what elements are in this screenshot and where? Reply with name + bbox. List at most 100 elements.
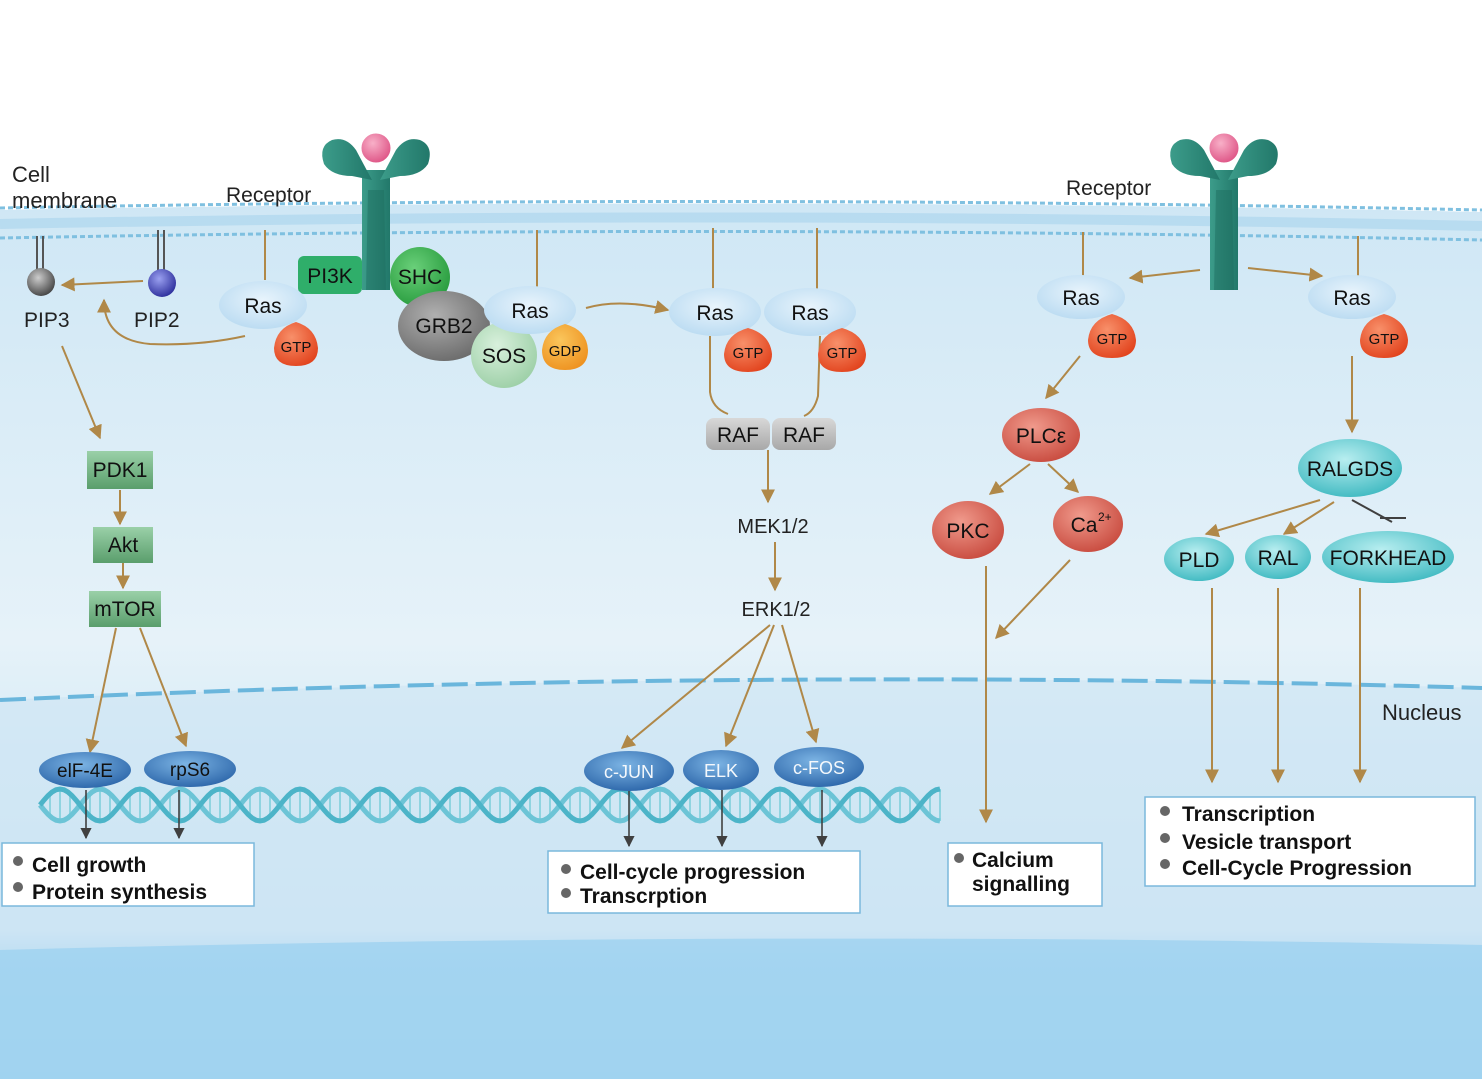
pdk1-label: PDK1 <box>93 459 148 482</box>
receptor-label-left: Receptor <box>226 184 311 207</box>
receptor-label-right: Receptor <box>1066 177 1151 200</box>
ras-node-3: Ras <box>669 288 761 336</box>
outcome-cell-growth: Cell growth <box>32 854 146 877</box>
pathway-arrows <box>60 267 1367 824</box>
receptor-left <box>322 130 430 290</box>
sos-label: SOS <box>482 345 526 368</box>
mek-label: MEK1/2 <box>737 516 808 538</box>
pld-node <box>1164 537 1234 581</box>
outcome-transcription: Transcription <box>1182 803 1315 826</box>
pkc-node <box>932 501 1004 559</box>
gtp-label: GTP <box>1097 331 1128 348</box>
pip3-label: PIP3 <box>24 309 70 332</box>
ca-superscript: 2+ <box>1098 510 1112 524</box>
outcome-box-calcium: Calcium signalling <box>947 842 1103 907</box>
eif4e-label: elF-4E <box>57 761 113 782</box>
plce-node <box>1002 408 1080 462</box>
grb2-node <box>398 291 490 361</box>
ras-label: Ras <box>791 302 828 325</box>
receptor-right <box>1170 130 1278 290</box>
gtp-label: GTP <box>827 345 858 362</box>
ral-label: RAL <box>1258 547 1299 570</box>
outcome-calcium: Calcium <box>972 849 1054 872</box>
gdp-node: GDP <box>542 324 588 370</box>
gtp-node-2: GTP <box>724 328 772 372</box>
akt-box <box>93 527 153 563</box>
ligand-right <box>1206 130 1242 166</box>
rps6-node <box>144 751 236 787</box>
outcome-vesicle-transport: Vesicle transport <box>1182 831 1351 854</box>
ras-label: Ras <box>511 300 548 323</box>
dna-strand <box>38 786 941 824</box>
ralgds-node <box>1298 439 1402 497</box>
ras-node-1: Ras <box>219 281 307 329</box>
dna-helix <box>38 786 941 824</box>
cell-membrane-label-2: membrane <box>12 188 117 213</box>
ras-node-2: Ras <box>484 286 576 334</box>
gtp-node-5: GTP <box>1360 314 1408 358</box>
forkhead-node <box>1322 531 1454 583</box>
raf-label-1: RAF <box>717 424 759 447</box>
outcome-box-transcription: Transcription Vesicle transport Cell-Cyc… <box>1144 796 1476 887</box>
eif4e-node <box>39 752 131 788</box>
cell-membrane-label-1: Cell <box>12 162 50 187</box>
dna-strand <box>38 786 941 824</box>
pi3k-box <box>298 256 362 294</box>
outcome-box-cell-cycle: Cell-cycle progression Transcrption <box>547 850 861 914</box>
ras-label: Ras <box>1333 287 1370 310</box>
ras-label: Ras <box>244 295 281 318</box>
gtp-node-4: GTP <box>1088 314 1136 358</box>
ras-node-6: Ras <box>1308 275 1396 319</box>
shc-label: SHC <box>398 266 442 289</box>
inhibition-line <box>1351 499 1406 523</box>
outcome-cell-cycle-progression: Cell-cycle progression <box>580 861 805 884</box>
cjun-node <box>584 751 674 791</box>
rps6-label: rpS6 <box>170 760 210 781</box>
cell-membrane <box>0 199 1482 242</box>
ligand-left <box>358 130 394 166</box>
outcome-cell-cycle-progression-2: Cell-Cycle Progression <box>1182 857 1412 880</box>
mtor-label: mTOR <box>94 598 155 621</box>
pi3k-label: PI3K <box>307 265 353 288</box>
pkc-label: PKC <box>946 520 989 543</box>
pip3-molecule <box>27 268 55 296</box>
raf-box-1 <box>706 418 770 450</box>
sos-node <box>471 322 537 388</box>
gdp-label: GDP <box>549 343 582 360</box>
nuclear-membrane <box>0 677 1482 702</box>
gtp-label: GTP <box>281 339 312 356</box>
outcome-transcrption: Transcrption <box>580 885 707 908</box>
mtor-box <box>89 591 161 627</box>
ras-node-4: Ras <box>764 288 856 336</box>
ral-node <box>1245 535 1311 579</box>
lower-band <box>0 938 1482 1079</box>
erk-label: ERK1/2 <box>742 599 811 621</box>
nucleus-label: Nucleus <box>1382 700 1461 725</box>
elk-node <box>683 750 759 790</box>
plce-label: PLCε <box>1016 425 1066 448</box>
pld-label: PLD <box>1179 549 1220 572</box>
ras-node-5: Ras <box>1037 275 1125 319</box>
pdk1-box <box>87 451 153 489</box>
ras-label: Ras <box>1062 287 1099 310</box>
forkhead-label: FORKHEAD <box>1330 547 1447 570</box>
elk-label: ELK <box>704 761 738 781</box>
dna-output-arrows <box>80 790 828 848</box>
raf-label-2: RAF <box>783 424 825 447</box>
raf-box-2 <box>772 418 836 450</box>
cfos-label: c-FOS <box>793 758 845 778</box>
gtp-node-3: GTP <box>818 328 866 372</box>
cfos-node <box>774 747 864 787</box>
gtp-node-1: GTP <box>274 322 318 366</box>
gtp-label: GTP <box>733 345 764 362</box>
gtp-label: GTP <box>1369 331 1400 348</box>
grb2-label: GRB2 <box>415 315 472 338</box>
akt-label: Akt <box>108 534 139 557</box>
ca-node <box>1053 496 1123 552</box>
membrane-anchors <box>264 228 1359 292</box>
lipid-anchors <box>36 230 165 270</box>
cjun-label: c-JUN <box>604 762 654 782</box>
outcome-protein-synthesis: Protein synthesis <box>32 881 207 904</box>
pip2-molecule <box>148 269 176 297</box>
